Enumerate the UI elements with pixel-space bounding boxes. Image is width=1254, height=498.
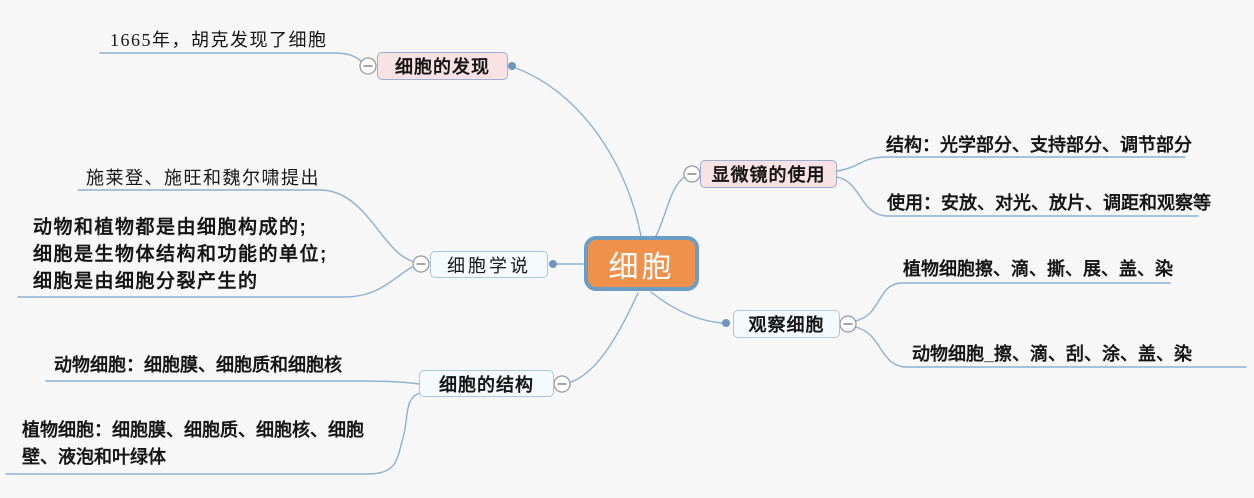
child-topic-discovery-1[interactable]: 1665年，胡克发现了细胞	[110, 30, 328, 50]
connection-dot-observe	[722, 319, 730, 327]
child-topic-structure-2[interactable]: 植物细胞：细胞膜、细胞质、细胞核、细胞壁、液泡和叶绿体	[22, 420, 364, 467]
child-topic-theory-2[interactable]: 动物和植物都是由细胞构成的; 细胞是生物体结构和功能的单位; 细胞是由细胞分裂产…	[33, 217, 328, 292]
child-topic-structure-1[interactable]: 动物细胞：细胞膜、细胞质和细胞核	[54, 355, 342, 375]
edge-theory-child2	[17, 266, 413, 298]
collapse-button-structure[interactable]	[553, 375, 571, 393]
branch-node-observe[interactable]: 观察细胞	[733, 310, 840, 338]
collapse-button-microscope[interactable]	[683, 165, 701, 183]
root-node-label: 细胞	[608, 250, 675, 284]
edge-root-observe	[650, 291, 723, 324]
branch-node-theory[interactable]: 细胞学说	[430, 251, 548, 278]
branch-node-discovery[interactable]: 细胞的发现	[377, 52, 508, 80]
child-topic-observe-2[interactable]: 动物细胞_擦、滴、刮、涂、盖、染	[912, 344, 1193, 364]
root-node-cell[interactable]: 细胞	[584, 236, 699, 291]
connection-dot-theory	[549, 260, 557, 268]
child-topic-theory-1[interactable]: 施莱登、施旺和魏尔啸提出	[86, 168, 320, 188]
edge-structure-child2	[5, 392, 421, 475]
branch-node-structure-label: 细胞的结构	[439, 374, 534, 395]
edge-theory-child1	[77, 189, 413, 262]
branch-node-theory-label: 细胞学说	[447, 255, 531, 276]
collapse-button-theory[interactable]	[412, 255, 430, 273]
branch-node-microscope[interactable]: 显微镜的使用	[700, 160, 837, 188]
edge-root-microscope	[655, 176, 685, 237]
child-topic-observe-1[interactable]: 植物细胞擦、滴、撕、展、盖、染	[903, 259, 1173, 279]
edge-root-discovery	[515, 67, 642, 237]
branch-node-microscope-label: 显微镜的使用	[711, 165, 826, 185]
edge-observe-child1	[854, 282, 1171, 322]
edge-microscope-child1	[836, 156, 1186, 172]
branch-node-structure[interactable]: 细胞的结构	[419, 370, 554, 397]
connection-dot-discovery	[508, 62, 516, 70]
child-topic-microscope-2[interactable]: 使用：安放、对光、放片、调距和观察等	[887, 193, 1211, 213]
edge-structure-child1	[45, 380, 420, 385]
branch-node-discovery-label: 细胞的发现	[395, 57, 490, 77]
branch-node-observe-label: 观察细胞	[748, 315, 825, 335]
collapse-button-observe[interactable]	[839, 315, 857, 333]
edge-observe-child2	[854, 326, 1247, 368]
edge-root-structure	[570, 292, 639, 383]
collapse-button-discovery[interactable]	[359, 57, 377, 75]
edge-microscope-child2	[836, 176, 1199, 217]
edge-discovery-child1	[99, 52, 362, 62]
child-topic-microscope-1[interactable]: 结构：光学部分、支持部分、调节部分	[886, 135, 1192, 155]
